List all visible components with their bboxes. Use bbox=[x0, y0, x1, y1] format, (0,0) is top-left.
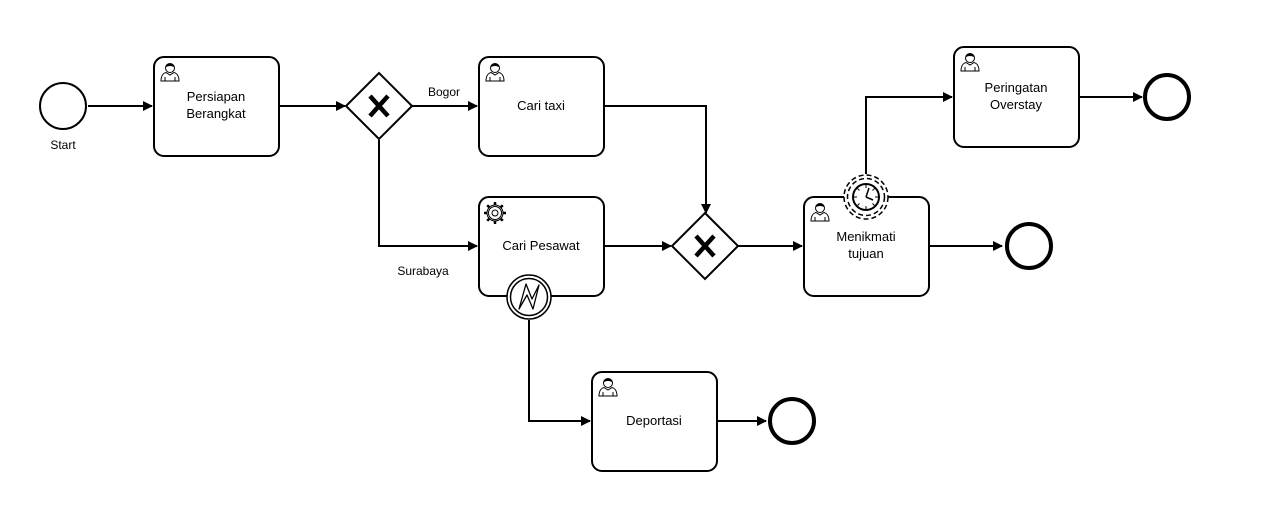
start-event[interactable] bbox=[39, 82, 87, 130]
task-label-line-1: Cari Pesawat bbox=[502, 238, 580, 253]
task-label-line-1: Persiapan bbox=[187, 89, 246, 104]
flow-error-to-deportasi[interactable] bbox=[528, 320, 591, 426]
gateway-x-marker bbox=[368, 94, 390, 118]
gateway-x-marker bbox=[694, 234, 716, 258]
edge-label-bogor: Bogor bbox=[428, 85, 460, 99]
flow-split-to-cari-pesawat[interactable] bbox=[378, 140, 478, 251]
task-cari-pesawat[interactable]: Cari Pesawat bbox=[478, 196, 605, 297]
start-event-label: Start bbox=[50, 138, 76, 152]
flow-timer-to-peringatan[interactable] bbox=[865, 92, 953, 174]
task-menikmati-tujuan[interactable]: Menikmati tujuan bbox=[803, 196, 930, 297]
task-label-line-1: Cari taxi bbox=[517, 98, 565, 113]
clock-icon bbox=[852, 183, 880, 211]
end-event-deportasi[interactable] bbox=[768, 397, 816, 445]
edge-label-surabaya: Surabaya bbox=[397, 264, 449, 278]
sequence-flows bbox=[88, 92, 1143, 426]
lightning-icon bbox=[518, 283, 540, 310]
flow-cari-taxi-to-merge[interactable] bbox=[605, 105, 711, 214]
end-event-overstay[interactable] bbox=[1143, 73, 1191, 121]
task-deportasi[interactable]: Deportasi bbox=[591, 371, 718, 472]
gear-icon bbox=[484, 202, 506, 224]
end-event-trip[interactable] bbox=[1005, 222, 1053, 270]
timer-boundary-event[interactable] bbox=[843, 174, 889, 220]
task-label-line-1: Deportasi bbox=[626, 413, 682, 428]
exclusive-gateway-split[interactable] bbox=[344, 71, 414, 141]
task-persiapan-berangkat[interactable]: Persiapan Berangkat bbox=[153, 56, 280, 157]
exclusive-gateway-merge[interactable] bbox=[670, 211, 740, 281]
task-label-line-2: tujuan bbox=[848, 246, 883, 261]
task-label-line-1: Menikmati bbox=[836, 229, 895, 244]
error-boundary-event[interactable] bbox=[506, 274, 552, 320]
task-label-line-1: Peringatan bbox=[985, 80, 1048, 95]
task-peringatan-overstay[interactable]: Peringatan Overstay bbox=[953, 46, 1080, 148]
task-label-line-2: Berangkat bbox=[186, 106, 246, 121]
task-label-line-2: Overstay bbox=[990, 97, 1043, 112]
task-cari-taxi[interactable]: Cari taxi bbox=[478, 56, 605, 157]
